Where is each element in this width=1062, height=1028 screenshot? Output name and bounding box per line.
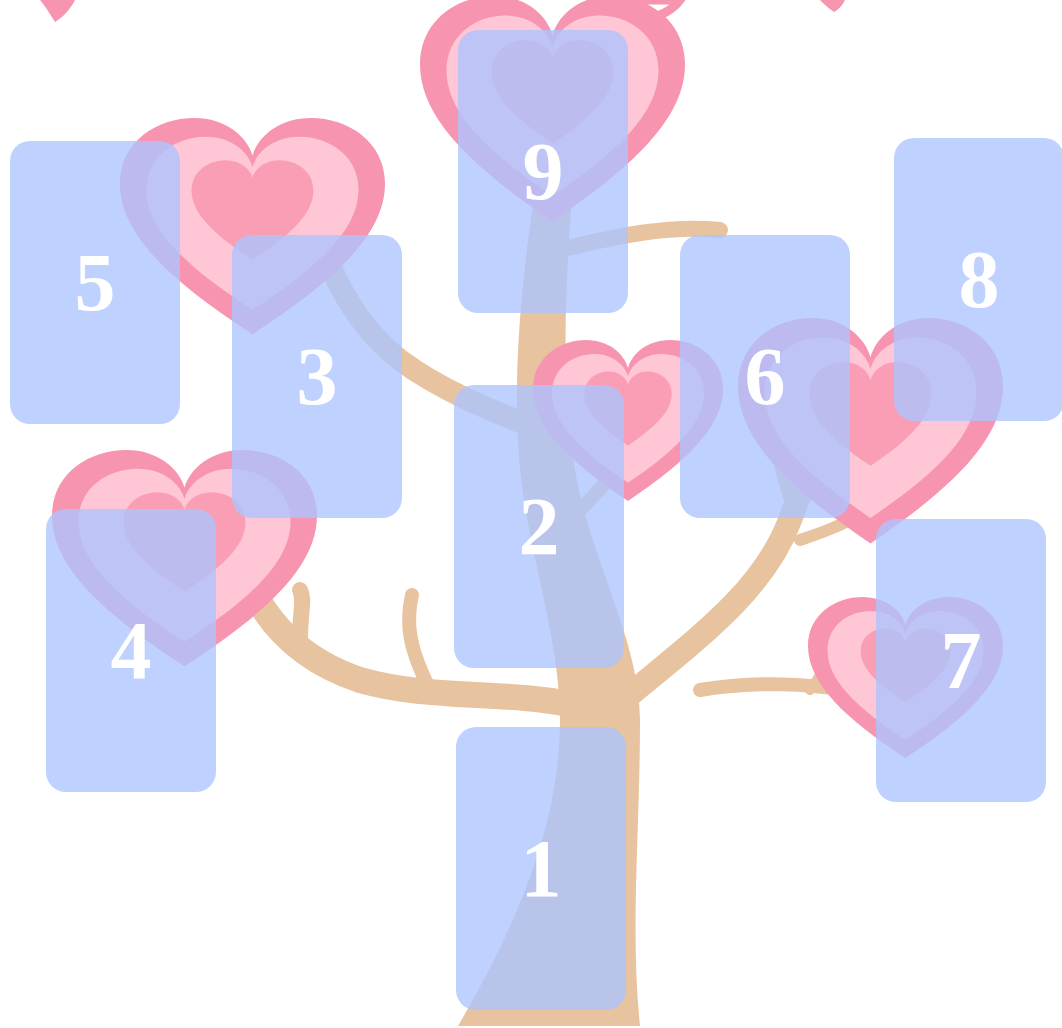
- tarot-card: 6: [680, 235, 850, 518]
- card-number: 8: [959, 239, 1000, 321]
- card-number: 7: [941, 620, 982, 702]
- tarot-card: 3: [232, 235, 402, 518]
- tarot-card: 1: [456, 727, 626, 1010]
- card-number: 3: [297, 336, 338, 418]
- tarot-card: 8: [894, 138, 1062, 421]
- card-number: 9: [523, 131, 564, 213]
- card-number: 2: [519, 486, 560, 568]
- card-number: 4: [111, 610, 152, 692]
- tarot-card: 9: [458, 30, 628, 313]
- tarot-card: 4: [46, 509, 216, 792]
- tarot-card: 2: [454, 385, 624, 668]
- card-number: 5: [75, 242, 116, 324]
- tarot-card: 7: [876, 519, 1046, 802]
- card-number: 1: [521, 828, 562, 910]
- card-number: 6: [745, 336, 786, 418]
- tarot-card: 5: [10, 141, 180, 424]
